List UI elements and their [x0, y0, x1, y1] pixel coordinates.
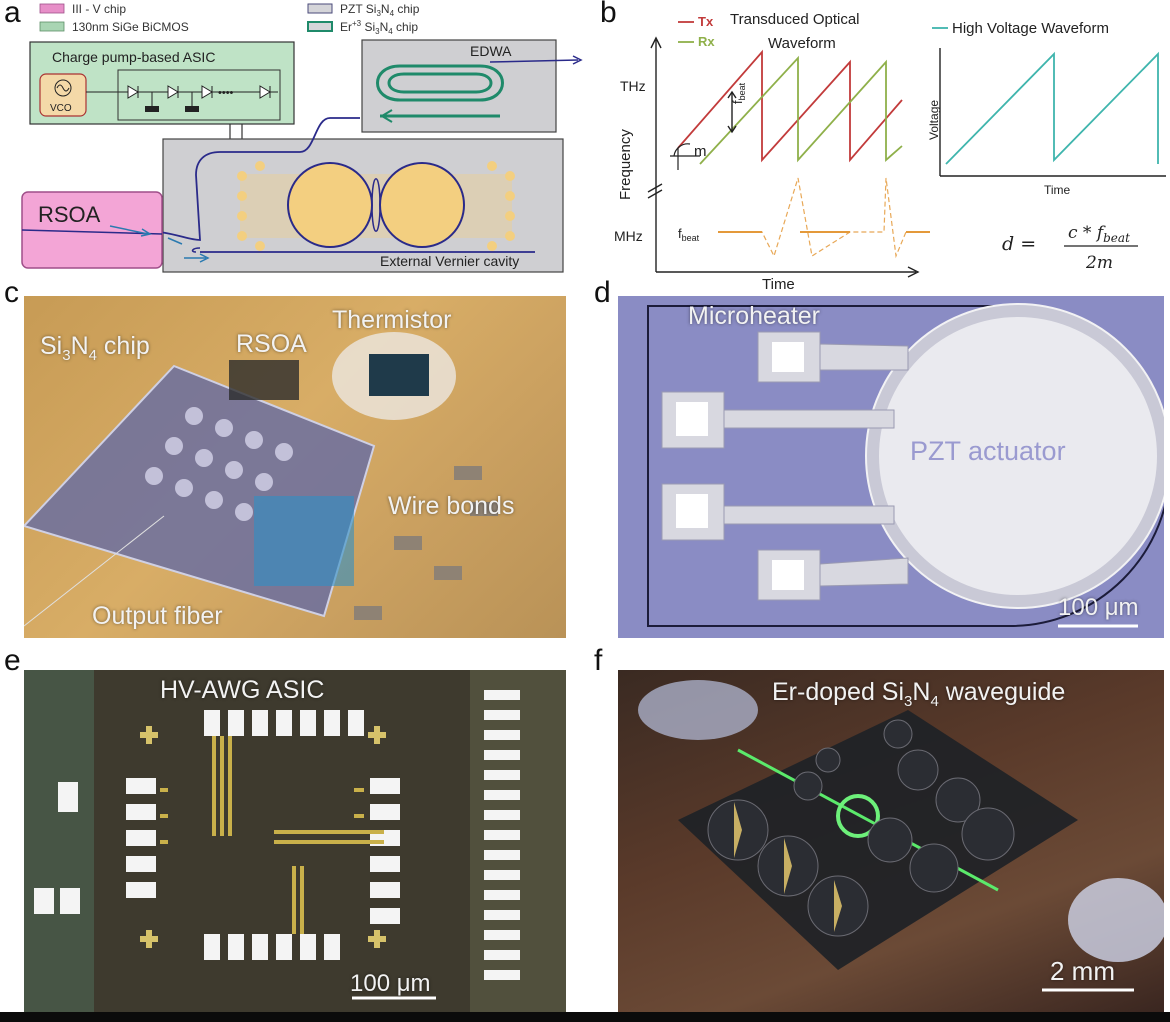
- edwa-label: EDWA: [470, 43, 512, 59]
- label-er-doped-waveguide: Er-doped Si3N4 waveguide: [772, 678, 1066, 710]
- panel-letter-f: f: [594, 644, 603, 677]
- x-axis-label: Time: [762, 276, 795, 290]
- vernier-ring-right: [379, 162, 465, 248]
- label-output-fiber: Output fiber: [92, 602, 223, 630]
- panel-a-schematic: III - V chip 130nm SiGe BiCMOS PZT Si3N4…: [21, 2, 583, 273]
- contact-pads: [661, 331, 909, 601]
- label-si3n4-chip: Si3N4 chip: [40, 332, 150, 364]
- rsoa-label: RSOA: [38, 202, 101, 227]
- legend-label-rx: Rx: [698, 34, 715, 49]
- panel-letter-a: a: [4, 0, 21, 29]
- green-ring: [836, 794, 880, 838]
- legend-swatch-er: [307, 21, 333, 32]
- waveguide-bus: [159, 117, 360, 241]
- vco-symbol-icon: [54, 79, 72, 97]
- vco-label: VCO: [50, 103, 72, 114]
- output-arrow-icon: [572, 55, 583, 65]
- charge-pump-box: [117, 69, 281, 121]
- rx-waveform: [699, 55, 903, 165]
- asic-title: Charge pump-based ASIC: [52, 49, 215, 65]
- panel-letter-c: c: [4, 276, 19, 309]
- vernier-ring-left: [287, 162, 373, 248]
- scale-label-f: 2 mm: [1050, 956, 1115, 986]
- tx-waveform: [677, 49, 903, 163]
- equation-numerator: c * fbeat: [1068, 223, 1130, 245]
- legend-swatch-iiiv: [39, 3, 65, 14]
- panel-letter-b: b: [600, 0, 617, 29]
- panel-e-asic: HV-AWG ASIC 100 μm: [24, 670, 566, 1012]
- alignment-cross-icons: [140, 726, 386, 948]
- hv-x-axis-label: Time: [1044, 183, 1071, 197]
- legend-label-hv: High Voltage Waveform: [952, 20, 1109, 37]
- bottom-bar: [0, 1012, 1170, 1022]
- hv-waveform: [945, 51, 1159, 165]
- bond-pads-bottom: [204, 934, 340, 960]
- fbeat-transient-trace: [718, 177, 930, 259]
- panel-b-plots: Tx Rx Transduced Optical Waveform THz MH…: [614, 11, 1166, 290]
- bond-pads-top: [204, 710, 364, 736]
- bond-pads-left: [126, 778, 156, 898]
- diode-chain-dots: ••••: [218, 87, 234, 99]
- hv-y-axis-label: Voltage: [927, 100, 941, 140]
- scale-label-d: 100 μm: [1058, 594, 1139, 621]
- legend-label-sige: 130nm SiGe BiCMOS: [72, 20, 189, 34]
- panel-c-photo: Si3N4 chip RSOA Thermistor Wire bonds Ou…: [24, 296, 566, 638]
- plot-title-line2: Waveform: [768, 35, 836, 52]
- equation-denominator: 2m: [1085, 253, 1113, 273]
- thermistor-image: [369, 354, 429, 396]
- legend-label-pzt: PZT Si3N4 chip: [340, 2, 420, 18]
- rsoa-image: [229, 360, 299, 400]
- legend-label-tx: Tx: [698, 14, 714, 29]
- diode-chain-icon: [127, 85, 271, 112]
- er-spiral-inner: [387, 72, 493, 94]
- metal-traces: [160, 736, 384, 934]
- label-thermistor: Thermistor: [332, 306, 452, 334]
- vco-box: [39, 73, 87, 117]
- legend-label-er: Er+3 Si3N4 chip: [340, 19, 418, 36]
- panel-f-photo: Er-doped Si3N4 waveguide 2 mm: [618, 670, 1164, 1012]
- label-microheater: Microheater: [688, 302, 820, 330]
- fbeat-label: fbeat: [678, 226, 700, 243]
- panel-letter-d: d: [594, 276, 611, 309]
- y-axis-label: Frequency: [617, 129, 634, 200]
- panel-d-microscope: Microheater PZT actuator 100 μm: [618, 296, 1164, 638]
- legend-swatch-sige: [39, 21, 65, 32]
- er-spiral-outer: [376, 64, 504, 102]
- cavity-label: External Vernier cavity: [380, 253, 519, 269]
- heater-pads: [237, 161, 515, 251]
- pzt-actuator-disk: [877, 315, 1159, 597]
- axis-break-icon: [647, 183, 663, 199]
- output-fiber-image: [24, 515, 165, 627]
- plot-title-line1: Transduced Optical: [730, 11, 860, 28]
- tick-label-thz: THz: [620, 78, 646, 94]
- legend-swatch-pzt: [307, 3, 333, 14]
- equation-lhs: d =: [1002, 233, 1036, 255]
- panel-letter-e: e: [4, 644, 21, 677]
- slope-arc-icon: [673, 143, 691, 157]
- wire-bond-pads: [354, 466, 498, 620]
- tick-label-mhz: MHz: [614, 228, 643, 244]
- label-wire-bonds: Wire bonds: [388, 492, 515, 520]
- fbeat-label-vertical: fbeat: [730, 82, 747, 104]
- scale-label-e: 100 μm: [350, 970, 431, 997]
- slope-label: m: [694, 143, 707, 160]
- legend-label-iiiv: III - V chip: [72, 2, 126, 16]
- label-hv-awg-asic: HV-AWG ASIC: [160, 676, 325, 704]
- label-pzt-actuator: PZT actuator: [910, 436, 1066, 466]
- label-rsoa: RSOA: [236, 330, 307, 358]
- bond-pads-right: [370, 778, 400, 924]
